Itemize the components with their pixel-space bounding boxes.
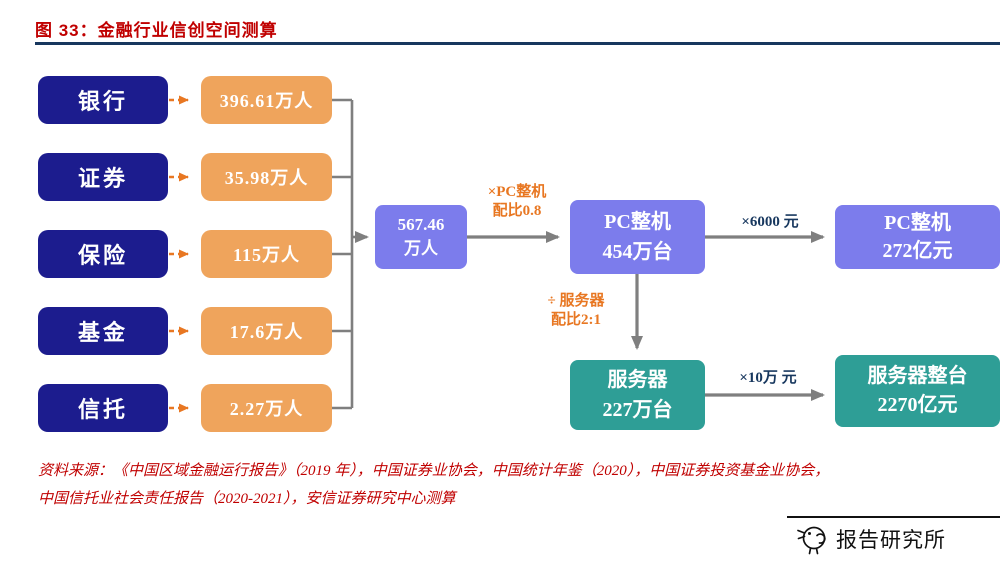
server-units-line2: 227万台 (602, 399, 673, 421)
headcount-value: 115万人 (232, 245, 300, 265)
headcount-value: 35.98万人 (224, 168, 309, 188)
headcount-box-securities: 35.98万人 (201, 153, 332, 201)
headcount-box-fund: 17.6万人 (201, 307, 332, 355)
source-line2: 中国信托业社会责任报告（2020-2021），安信证券研究中心测算 (38, 490, 456, 507)
server-units-box: 服务器 227万台 (570, 360, 705, 430)
category-box-insurance: 保险 (38, 230, 168, 278)
category-box-trust: 信托 (38, 384, 168, 432)
category-label: 银行 (77, 89, 128, 114)
bird-logo-icon (797, 526, 826, 555)
pc-units-line2: 454万台 (602, 241, 673, 263)
server-ratio-line1: ÷ 服务器 (547, 293, 605, 309)
watermark-logo: 报告研究所 (795, 522, 946, 556)
category-label: 信托 (77, 397, 128, 422)
source-line1: 资料来源：《中国区域金融运行报告》（2019 年），中国证券业协会，中国统计年鉴… (38, 463, 830, 479)
headcount-value: 2.27万人 (229, 399, 304, 419)
pc-units-box: PC整机 454万台 (570, 200, 705, 274)
server-value-line2: 2270亿元 (877, 394, 958, 416)
pc-value-box: PC整机 272亿元 (835, 205, 1000, 269)
total-line2: 万人 (404, 239, 438, 258)
pc-units-line1: PC整机 (604, 211, 671, 233)
pc-value-line1: PC整机 (884, 212, 951, 234)
server-price-label: ×10万 元 (739, 370, 797, 386)
server-units-line1: 服务器 (607, 369, 668, 391)
total-line1: 567.46 (397, 215, 445, 235)
headcount-box-insurance: 115万人 (201, 230, 332, 278)
headcount-box-bank: 396.61万人 (201, 76, 332, 124)
watermark-text: 报告研究所 (836, 529, 946, 552)
watermark-divider (787, 516, 1000, 518)
category-label: 基金 (77, 320, 128, 345)
pc-ratio-line1: ×PC整机 (487, 184, 547, 200)
server-ratio-label: ÷ 服务器 配比2:1 (528, 292, 624, 330)
headcount-value: 17.6万人 (229, 322, 304, 342)
bracket-lines (332, 98, 369, 410)
title-divider (35, 42, 1000, 45)
category-box-fund: 基金 (38, 307, 168, 355)
pc-ratio-label: ×PC整机 配比0.8 (467, 183, 567, 221)
headcount-value: 396.61万人 (219, 91, 314, 111)
server-value-line1: 服务器整台 (867, 365, 968, 387)
headcount-box-trust: 2.27万人 (201, 384, 332, 432)
category-label: 保险 (77, 243, 128, 268)
pc-price-label: ×6000 元 (741, 214, 799, 230)
server-value-box: 服务器整台 2270亿元 (835, 355, 1000, 427)
pc-ratio-line2: 配比0.8 (492, 202, 542, 219)
figure-title: 图 33：金融行业信创空间测算 (35, 21, 278, 40)
category-label: 证券 (77, 166, 128, 191)
total-headcount-box: 567.46 万人 (375, 205, 467, 269)
server-ratio-line2: 配比2:1 (551, 311, 601, 328)
source-note: 资料来源：《中国区域金融运行报告》（2019 年），中国证券业协会，中国统计年鉴… (38, 458, 990, 514)
pc-value-line2: 272亿元 (882, 240, 953, 262)
category-box-bank: 银行 (38, 76, 168, 124)
category-box-securities: 证券 (38, 153, 168, 201)
